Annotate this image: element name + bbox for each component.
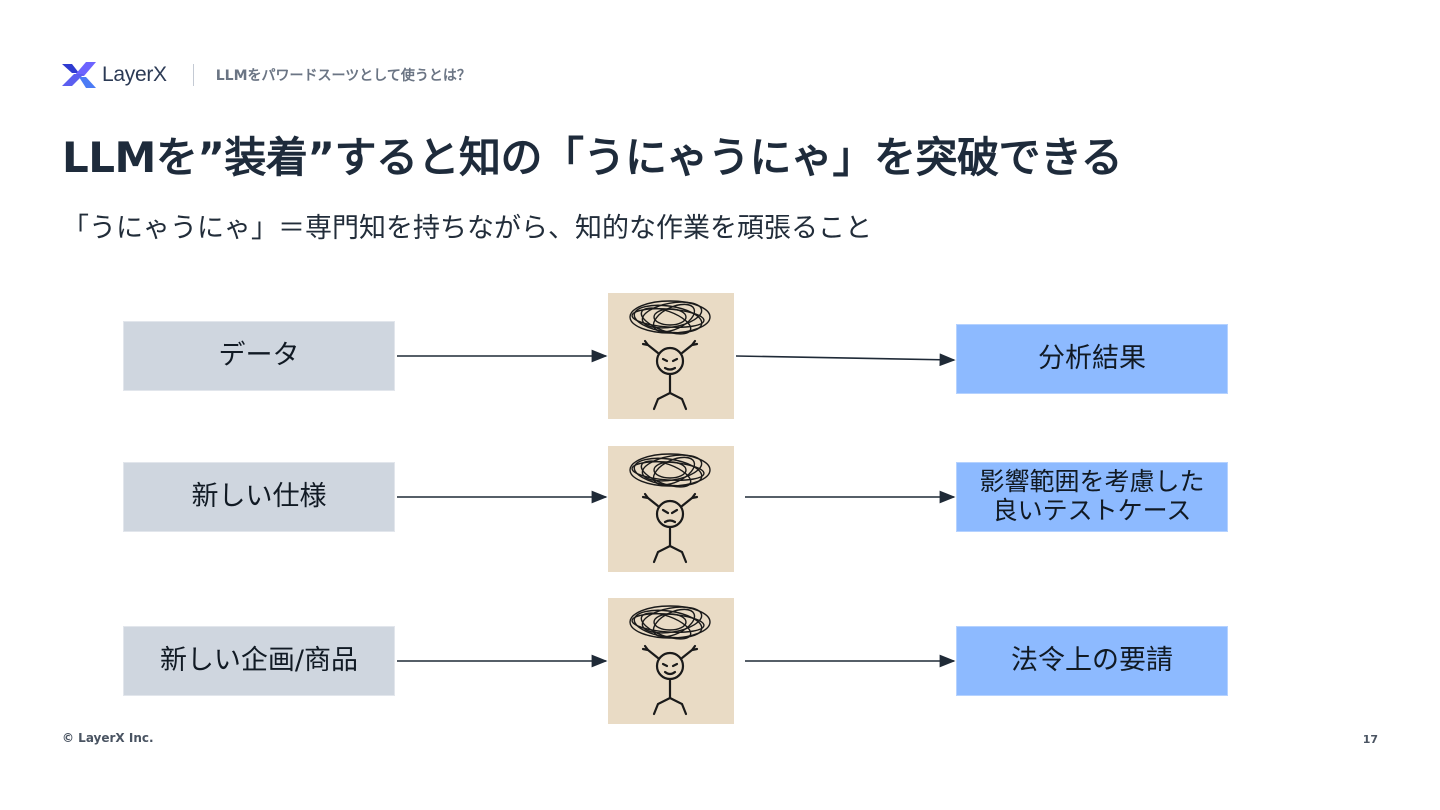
output-box-analysis: 分析結果: [956, 324, 1228, 394]
output-label: 分析結果: [1038, 343, 1146, 374]
page-number: 17: [1363, 733, 1378, 746]
arrow-row1-out: [736, 356, 954, 360]
input-label: 新しい企画/商品: [160, 645, 358, 676]
tangled-stick-figure-icon: [608, 598, 734, 724]
input-label: 新しい仕様: [192, 481, 327, 512]
output-box-testcase: 影響範囲を考慮した 良いテストケース: [956, 462, 1228, 532]
output-label-line2: 良いテストケース: [993, 497, 1192, 526]
logo-text: LayerX: [102, 63, 167, 87]
header-divider: [193, 64, 194, 86]
header: LayerX LLMをパワードスーツとして使うとは？: [62, 60, 471, 90]
tangled-stick-figure-icon: [608, 446, 734, 572]
section-label: LLMをパワードスーツとして使うとは？: [216, 65, 471, 85]
output-box-legal: 法令上の要請: [956, 626, 1228, 696]
slide-title: LLMを”装着”すると知の「うにゃうにゃ」を突破できる: [62, 124, 1122, 185]
input-label: データ: [219, 340, 300, 371]
output-label-line1: 影響範囲を考慮した: [979, 468, 1204, 497]
copyright: © LayerX Inc.: [62, 731, 154, 745]
input-box-data: データ: [123, 321, 395, 391]
input-box-product: 新しい企画/商品: [123, 626, 395, 696]
output-label: 法令上の要請: [1011, 645, 1173, 676]
input-box-spec: 新しい仕様: [123, 462, 395, 532]
tangled-stick-figure-icon: [608, 293, 734, 419]
slide-subtitle: 「うにゃうにゃ」＝専門知を持ちながら、知的な作業を頑張ること: [62, 206, 872, 245]
layerx-logo-icon: [62, 60, 96, 90]
